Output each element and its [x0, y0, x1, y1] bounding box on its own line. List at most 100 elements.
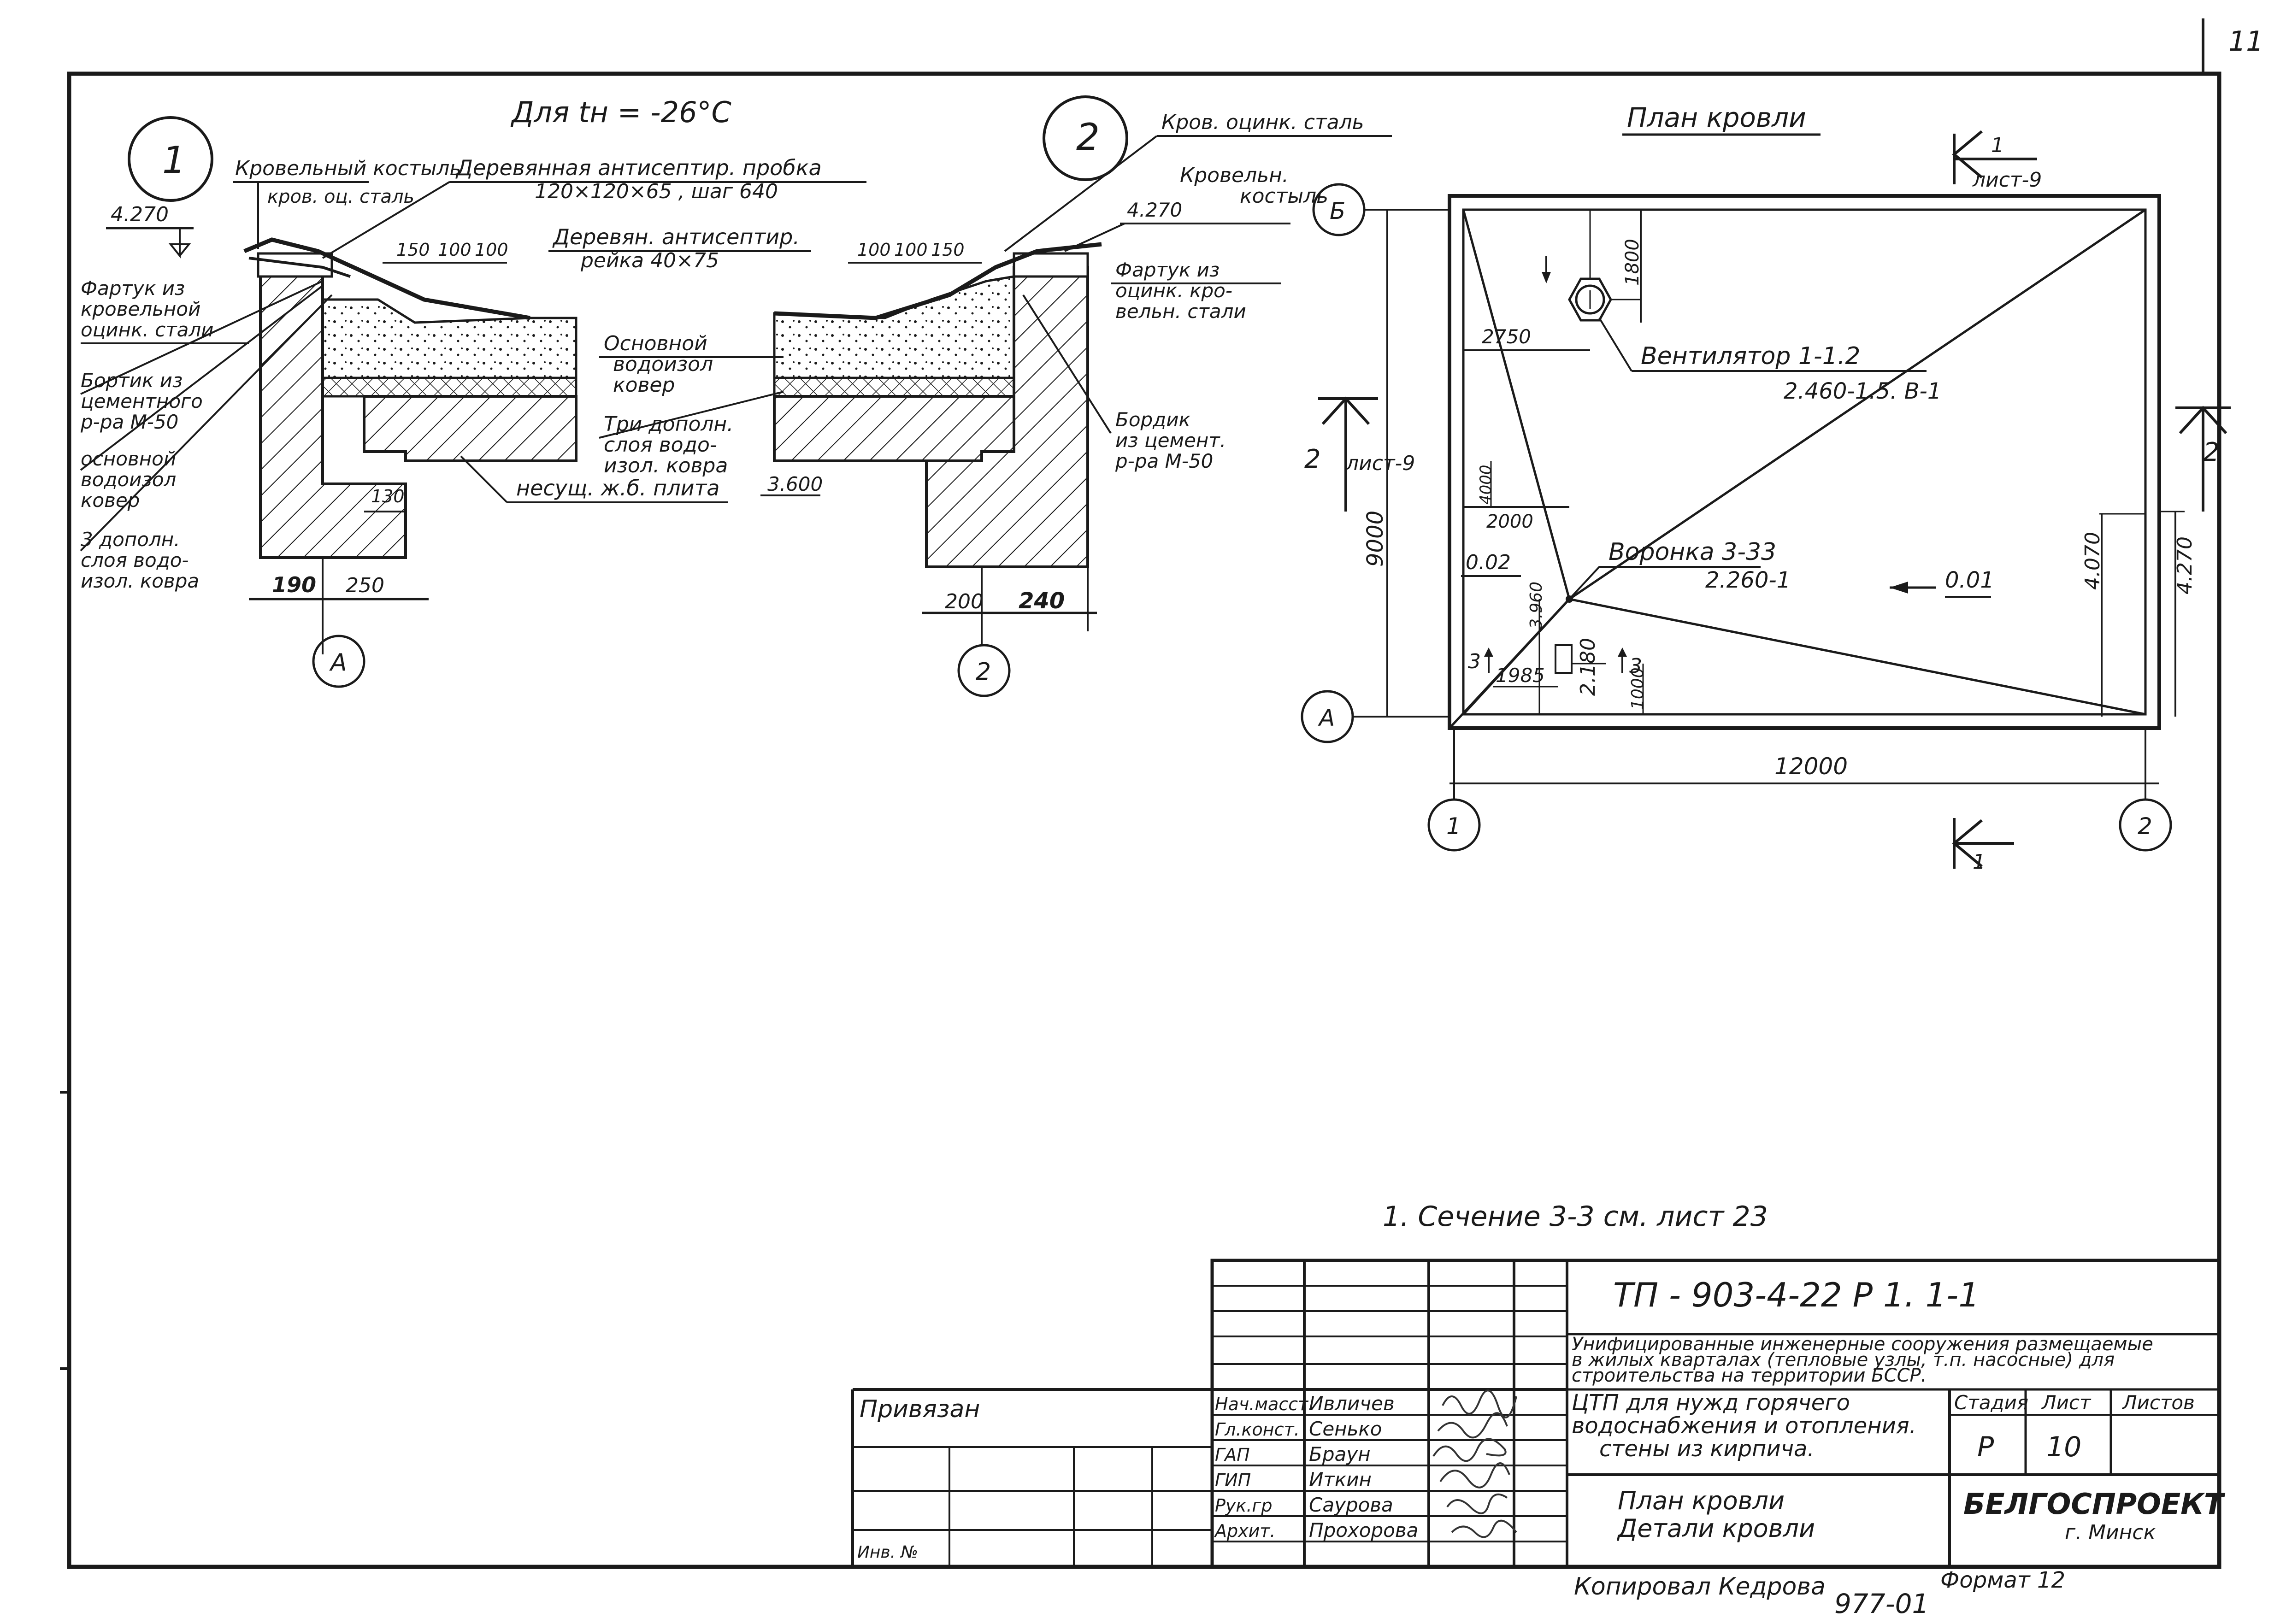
slope-right: 0.01 [1945, 567, 1994, 593]
footer-number: 977-01 [1834, 1588, 1929, 1619]
label-reika-dim: рейка 40×75 [580, 249, 719, 272]
inv-label: Инв. № [857, 1543, 918, 1562]
elev-3600: 3.600 [767, 473, 823, 495]
dim-150-b: 150 [931, 240, 965, 260]
dim-130: 130 [371, 486, 405, 506]
role-1: Гл.конст. [1215, 1419, 1300, 1440]
project-code: ТП - 903-4-22 Р 1. 1-1 [1613, 1276, 1980, 1314]
dim-100-d: 100 [894, 240, 928, 260]
name-5: Прохорова [1309, 1519, 1418, 1542]
dim-100-c: 100 [857, 240, 891, 260]
detail-2-number: 2 [1076, 116, 1100, 159]
dim-190: 190 [272, 572, 316, 597]
privyazan-label: Привязан [860, 1395, 980, 1423]
dim-240: 240 [1019, 588, 1065, 614]
cut-1-top: 1 [1991, 134, 2004, 157]
roof-outline [1448, 194, 2161, 730]
detail-1-marker [128, 116, 213, 202]
stadia-label: Стадия [1954, 1391, 2028, 1414]
detail-1-elevation: 4.270 [111, 203, 169, 226]
dim-12000: 12000 [1774, 753, 1848, 780]
slab-2 [773, 395, 1015, 462]
ventilator-label: Вентилятор 1-1.2 [1641, 342, 1860, 370]
axis-1: 1 [1446, 813, 1461, 840]
drain-detail-icon [1555, 644, 1573, 674]
label-reika: Деревян. антисептир. [552, 224, 800, 249]
cut-2-left: 2 [1304, 444, 1321, 474]
plan-title: План кровли [1627, 102, 1806, 133]
role-3: ГИП [1215, 1470, 1251, 1490]
name-4: Саурова [1309, 1494, 1393, 1516]
label-probka-dim: 120×120×65 , шаг 640 [535, 180, 778, 203]
cut-3-b: 3 [1629, 654, 1642, 678]
screed-layer-2 [773, 275, 1015, 379]
title-block: ТП - 903-4-22 Р 1. 1-1 Унифицированные и… [851, 1259, 2226, 1569]
label-steel: кров. оц. сталь [267, 186, 414, 207]
role-0: Нач.масст. [1215, 1394, 1314, 1414]
dim-2000: 2000 [1486, 511, 1533, 532]
axis-2: 2 [2138, 813, 2152, 840]
slope-arrow-icon [1890, 582, 1908, 594]
ventilator-ref: 2.460-1.5. В-1 [1784, 378, 1941, 404]
detail-1-number: 1 [162, 139, 186, 182]
cut-1-bottom: 1 [1973, 850, 1986, 874]
dim-1000: 1000 [1628, 667, 1647, 710]
project-title: ЦТП для нужд горячего водоснабжения и от… [1572, 1390, 1923, 1462]
axis-B: Б [1330, 198, 1345, 224]
ventilator-icon [1568, 277, 1612, 322]
elev-4070: 4.070 [2081, 532, 2104, 590]
page-number: 11 [2228, 25, 2263, 58]
org-description: Унифицированные инженерные сооружения ра… [1572, 1334, 2159, 1386]
detail-2-elevation: 4.270 [1127, 199, 1182, 221]
dim-1985: 1985 [1496, 664, 1545, 687]
dim-2180: 2.180 [1576, 638, 1600, 696]
label-tri-dop: Три дополн.слоя водо-изол. ковра [604, 412, 733, 477]
waterproofing-layer-2 [773, 377, 1015, 398]
funnel-ref: 2.260-1 [1705, 567, 1791, 593]
axis-2-detail: 2 [976, 658, 991, 686]
dim-9000: 9000 [1362, 511, 1388, 567]
funnel-label: Воронка 3-33 [1609, 538, 1776, 566]
list-value: 10 [2046, 1431, 2081, 1463]
name-0: Ивличев [1309, 1392, 1395, 1415]
dim-100-a: 100 [438, 240, 471, 260]
dim-3960: 3.960 [1527, 582, 1546, 629]
screed-layer-1 [321, 298, 577, 379]
list-label: Лист [2041, 1391, 2092, 1414]
label-steel-2: Кров. оцинк. сталь [1161, 111, 1364, 134]
role-4: Рук.гр [1215, 1495, 1273, 1516]
footer-copied: Копировал Кедрова [1574, 1573, 1826, 1600]
sheet-title-2: Детали кровли [1617, 1514, 1815, 1543]
label-kostyl: Кровельный костыль [235, 157, 461, 180]
dim-200: 200 [945, 590, 984, 613]
roof-detail-2: 2 Кров. оцинк. сталь Кровельн.костыль 4.… [773, 95, 1392, 697]
roof-plan: План кровли 1 лист-9 Б А 1 2 9000 [1301, 102, 2231, 874]
cut-3-a: 3 [1468, 650, 1481, 673]
role-5: Архит. [1214, 1521, 1276, 1541]
label-kostyl-2: Кровельн.костыль [1180, 164, 1328, 208]
detail-2-marker [1043, 95, 1128, 181]
axis-A-detail: А [329, 649, 347, 677]
name-3: Иткин [1309, 1468, 1372, 1491]
sheet-title-1: План кровли [1618, 1486, 1785, 1515]
label-plita: несущ. ж.б. плита [516, 476, 720, 500]
dim-2750: 2750 [1482, 325, 1531, 348]
roof-detail-1: 1 Для tн = -26°C 4.270 Кровельный костыл… [80, 95, 866, 688]
dim-1800: 1800 [1622, 239, 1643, 286]
axis-A: А [1318, 705, 1335, 731]
cut-1-sheet: лист-9 [1972, 168, 2042, 192]
sheet-frame [67, 71, 2221, 1569]
name-2: Браун [1309, 1443, 1371, 1465]
slope-left: 0.02 [1466, 551, 1511, 574]
note-section: 1. Сечение 3-3 см. лист 23 [1383, 1200, 1768, 1233]
footer-format: Формат 12 [1940, 1567, 2065, 1593]
org-name: БЕЛГОСПРОЕКТ [1963, 1487, 2226, 1521]
cut-2-right: 2 [2203, 437, 2220, 467]
stadia-value: Р [1977, 1431, 1994, 1463]
listov-label: Листов [2121, 1391, 2195, 1414]
